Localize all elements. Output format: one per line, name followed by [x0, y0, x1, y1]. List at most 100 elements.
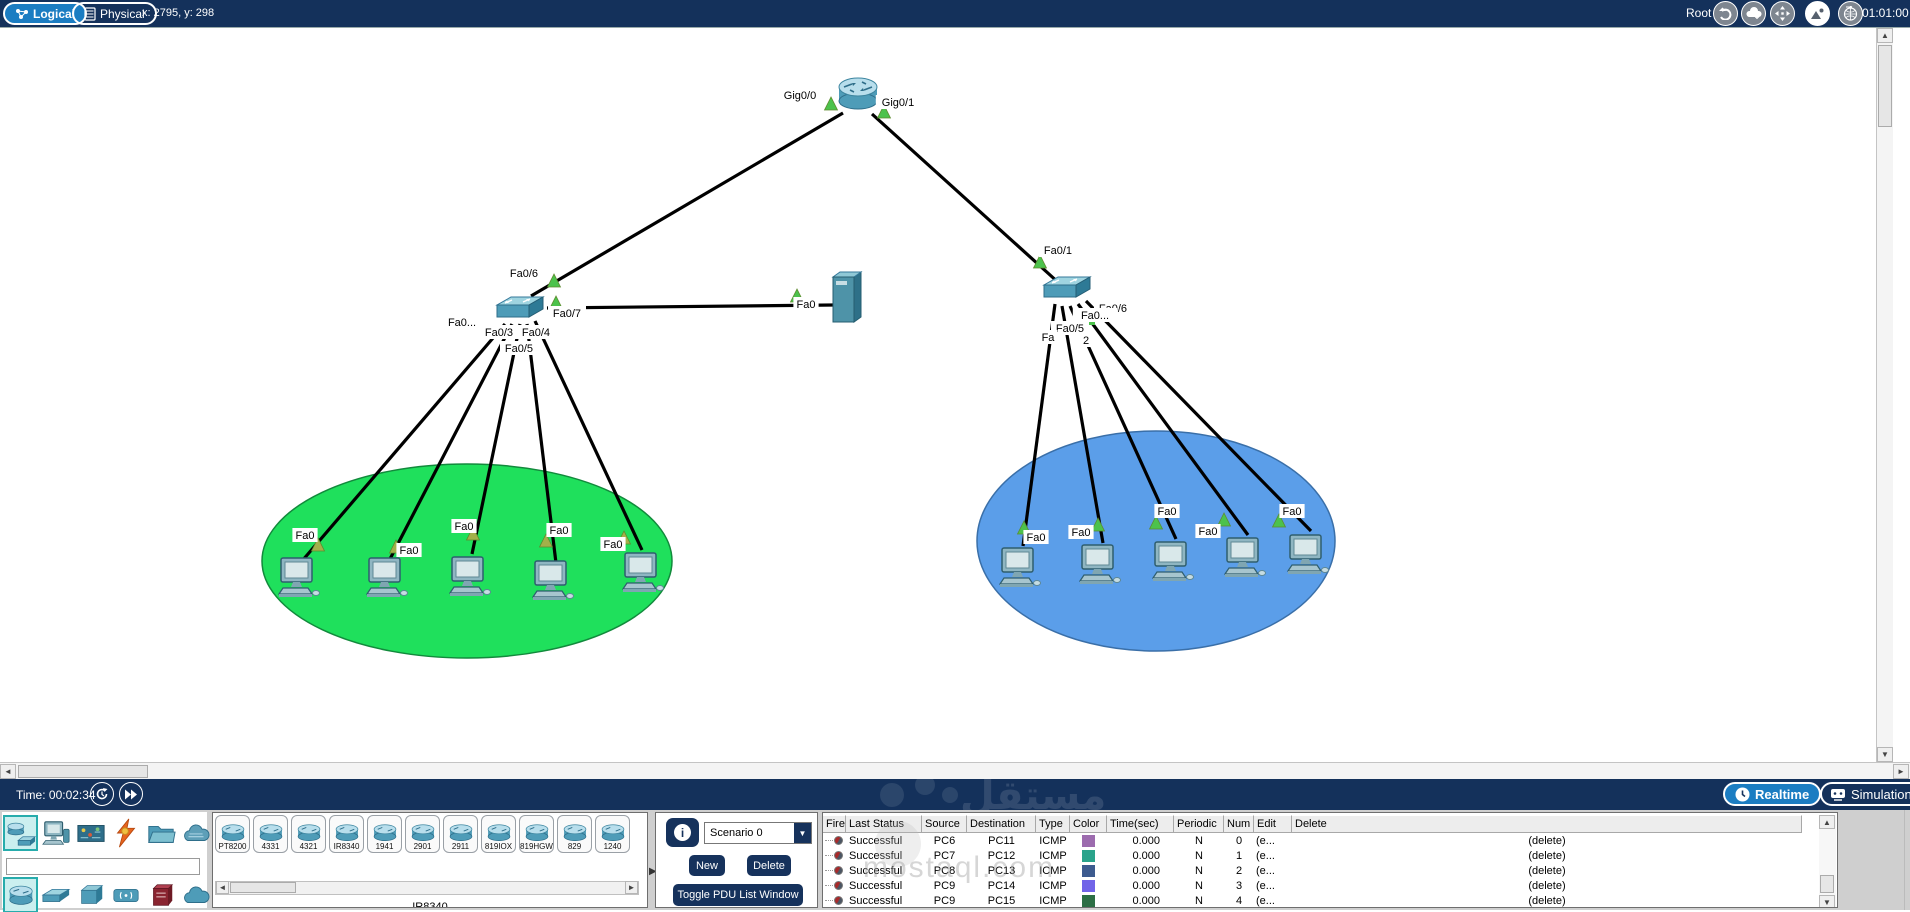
blue-group-ellipse[interactable] — [976, 430, 1336, 652]
delete-cell[interactable]: (delete) — [1528, 849, 1566, 862]
delete-cell[interactable]: (delete) — [1528, 834, 1566, 847]
fire-cell[interactable] — [823, 851, 846, 860]
edit-cell[interactable]: (e... — [1256, 849, 1275, 862]
category-wan-emulation[interactable] — [179, 878, 212, 912]
model-829[interactable]: 829 — [557, 815, 592, 853]
scroll-left-arrow[interactable]: ◄ — [216, 881, 229, 894]
delete-cell[interactable]: (delete) — [1528, 879, 1566, 892]
link-cable[interactable] — [533, 320, 644, 551]
pdu-vscrollbar[interactable]: ▲ ▼ — [1819, 815, 1836, 907]
periodic-cell: N — [1195, 834, 1203, 847]
realtime-tab[interactable]: Realtime — [1723, 782, 1822, 806]
reset-time-button[interactable] — [90, 782, 114, 806]
fire-cell[interactable] — [823, 836, 846, 845]
scenario-dropdown[interactable]: Scenario 0 ▼ — [704, 822, 812, 844]
scroll-up-arrow[interactable]: ▲ — [1877, 28, 1893, 43]
canvas-hscrollbar[interactable]: ◄ ► — [0, 762, 1910, 779]
link-cable[interactable] — [1060, 305, 1105, 544]
link-cable[interactable] — [1084, 299, 1313, 533]
model-2901[interactable]: 2901 — [405, 815, 440, 853]
category-components[interactable] — [74, 816, 107, 850]
back-button[interactable] — [1713, 1, 1738, 26]
simulation-tab[interactable]: Simulation — [1820, 782, 1910, 806]
category-multiuser[interactable] — [179, 816, 212, 850]
link-cable[interactable] — [530, 111, 844, 298]
scroll-up-arrow[interactable]: ▲ — [1819, 815, 1835, 829]
category-network-devices[interactable] — [3, 815, 38, 851]
pan-button[interactable] — [1770, 1, 1795, 26]
category-miscellaneous[interactable] — [144, 816, 177, 850]
edit-cell[interactable]: (e... — [1256, 894, 1275, 907]
category-end-devices[interactable] — [39, 816, 72, 850]
link-cable[interactable] — [546, 303, 834, 310]
multiuser-cloud-button[interactable] — [1741, 1, 1766, 26]
fire-cell[interactable] — [823, 896, 846, 905]
router-2911[interactable] — [838, 77, 878, 110]
models-scroll-thumb[interactable] — [230, 882, 296, 893]
scenario-info-button[interactable]: i — [666, 818, 699, 847]
edit-cell[interactable]: (e... — [1256, 864, 1275, 877]
category-security[interactable] — [144, 878, 177, 912]
models-scrollbar[interactable]: ◄ ► — [215, 881, 639, 895]
scroll-right-arrow[interactable]: ► — [1893, 764, 1909, 779]
fire-cell[interactable] — [823, 866, 846, 875]
fire-icon[interactable] — [834, 836, 843, 845]
scroll-down-arrow[interactable]: ▼ — [1819, 895, 1835, 907]
switch-left[interactable] — [496, 296, 544, 318]
model-4331[interactable]: 4331 — [253, 815, 288, 853]
physical-tab[interactable]: Physical — [72, 2, 157, 25]
palette-scrollbar[interactable] — [6, 858, 200, 875]
fire-cell[interactable] — [823, 881, 846, 890]
model-819HGW[interactable]: 819HGW — [519, 815, 554, 853]
new-scenario-button[interactable]: New — [689, 855, 725, 876]
canvas-vscrollbar[interactable]: ▲ ▼ — [1876, 28, 1893, 763]
edit-cell[interactable]: (e... — [1256, 879, 1275, 892]
logical-tab[interactable]: Logical — [3, 2, 88, 25]
model-4321[interactable]: 4321 — [291, 815, 326, 853]
model-2911[interactable]: 2911 — [443, 815, 478, 853]
toggle-pdu-list-button[interactable]: Toggle PDU List Window — [673, 884, 803, 906]
link-cable[interactable] — [388, 323, 514, 560]
delete-cell[interactable]: (delete) — [1528, 894, 1566, 907]
pdu-scroll-thumb[interactable] — [1820, 875, 1834, 893]
fast-forward-button[interactable] — [119, 782, 143, 806]
link-cable[interactable] — [1021, 303, 1057, 547]
model-PT8200[interactable]: PT8200 — [215, 815, 250, 853]
category-hubs[interactable] — [74, 878, 107, 912]
network-time-button[interactable] — [1838, 1, 1863, 26]
category-connections[interactable] — [109, 816, 142, 850]
scroll-left-arrow[interactable]: ◄ — [0, 764, 16, 779]
model-819IOX[interactable]: 819IOX — [481, 815, 516, 853]
category-routers[interactable] — [3, 877, 38, 912]
delete-scenario-button[interactable]: Delete — [747, 855, 791, 876]
model-1240[interactable]: 1240 — [595, 815, 630, 853]
delete-cell[interactable]: (delete) — [1528, 864, 1566, 877]
hscroll-thumb[interactable] — [18, 765, 148, 778]
category-switches[interactable] — [39, 878, 72, 912]
model-IR8340[interactable]: IR8340 — [329, 815, 364, 853]
fire-icon[interactable] — [834, 881, 843, 890]
scroll-right-arrow[interactable]: ► — [625, 881, 638, 894]
link-cable[interactable] — [870, 112, 1062, 286]
server[interactable] — [832, 271, 862, 323]
scroll-down-arrow[interactable]: ▼ — [1877, 747, 1893, 762]
snapshot-button[interactable] — [1805, 1, 1830, 26]
link-cable[interactable] — [470, 323, 522, 555]
link-cable[interactable] — [300, 322, 507, 563]
category-wireless-devices[interactable] — [109, 878, 142, 912]
switch-right[interactable] — [1043, 276, 1091, 298]
vscroll-thumb[interactable] — [1878, 45, 1892, 127]
link-cable[interactable] — [1076, 303, 1250, 536]
fire-icon[interactable] — [834, 851, 843, 860]
model-1941[interactable]: 1941 — [367, 815, 402, 853]
fire-icon[interactable] — [834, 896, 843, 905]
fire-icon[interactable] — [834, 866, 843, 875]
panel-expand-arrow[interactable]: ▶ — [649, 866, 657, 877]
edit-cell[interactable]: (e... — [1256, 834, 1275, 847]
